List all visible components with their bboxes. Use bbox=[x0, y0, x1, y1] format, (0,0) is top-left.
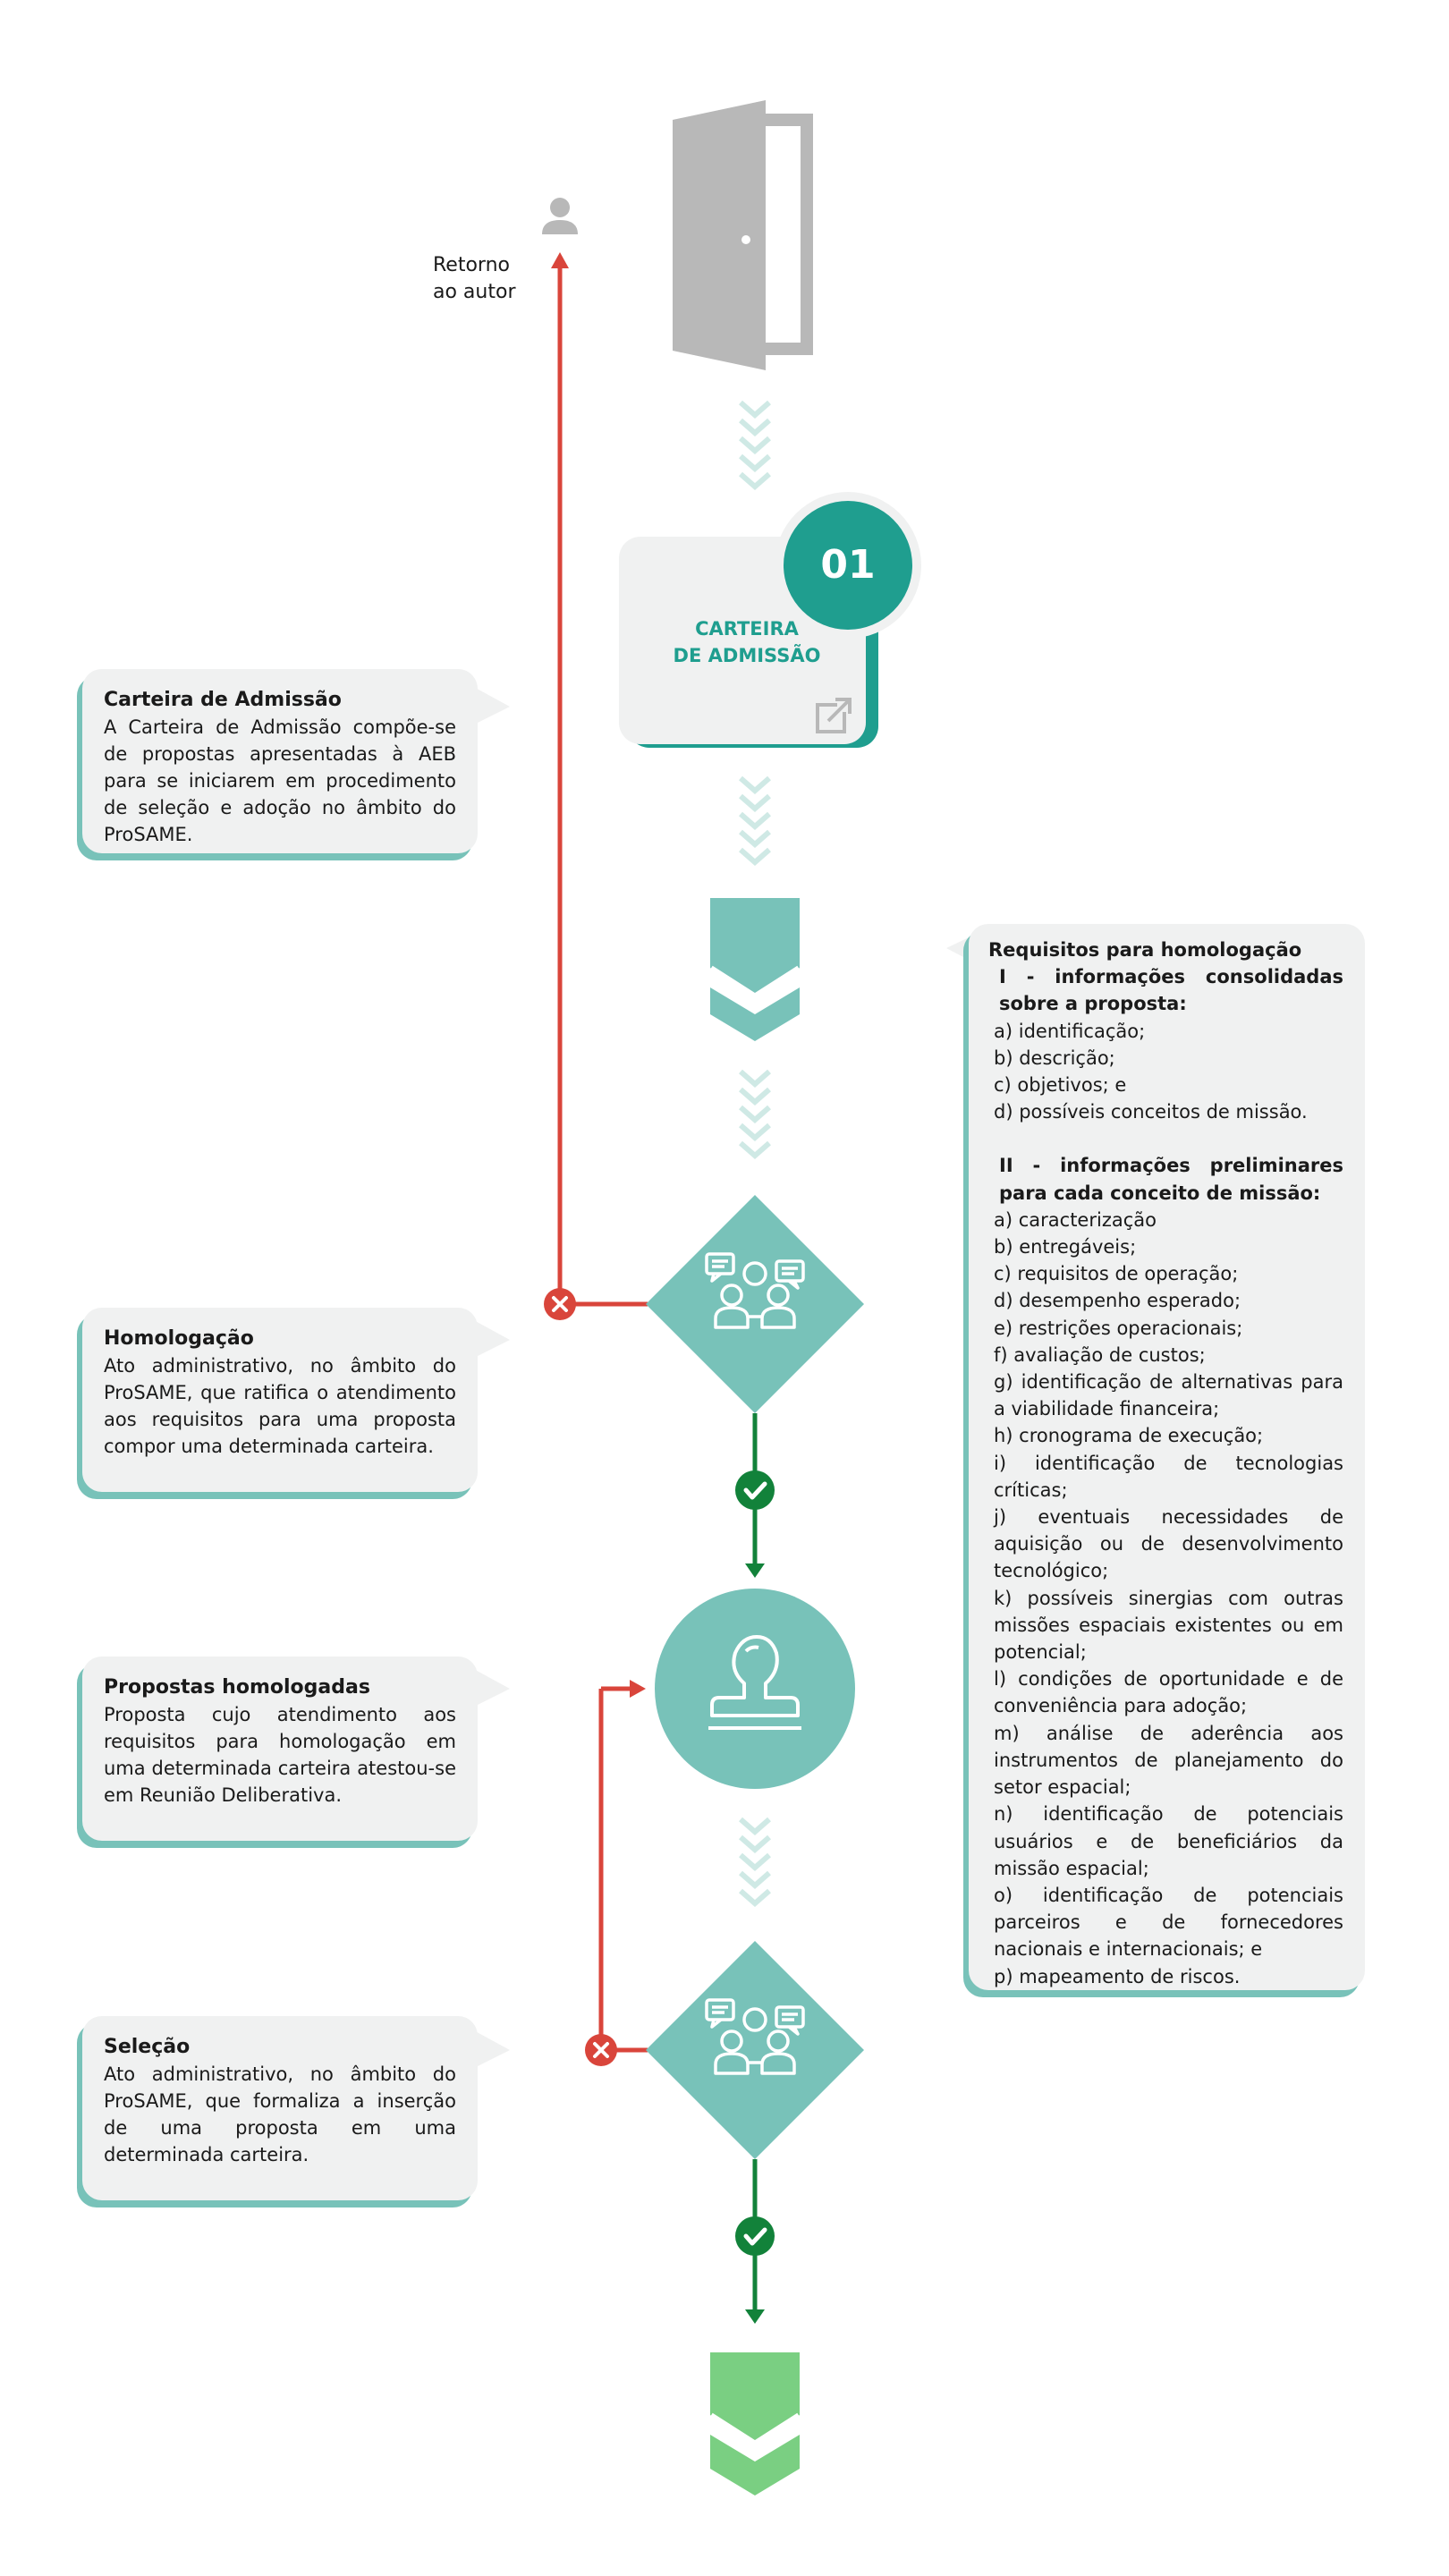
card-number: 01 bbox=[820, 542, 876, 588]
flow-chevrons-4 bbox=[741, 1819, 769, 1903]
selection-arrow-head bbox=[630, 1680, 646, 1698]
stamp-icon bbox=[708, 1635, 801, 1730]
return-to-author-label: Retorno ao autor bbox=[433, 252, 516, 306]
external-link-icon[interactable] bbox=[816, 698, 852, 733]
flow-chevrons-3 bbox=[741, 1072, 769, 1156]
card-carteira-admissao[interactable] bbox=[619, 492, 921, 748]
list-item: k) possíveis sinergias com outras missõe… bbox=[994, 1587, 1343, 1664]
callout-title: Homologação bbox=[104, 1327, 254, 1350]
diamond-homologacao bbox=[646, 1195, 864, 1413]
flow-chevrons-2 bbox=[741, 778, 769, 862]
requisitos-section-1: I - informações consolidadas sobre a pro… bbox=[999, 966, 1343, 1015]
list-item: c) objetivos; e bbox=[994, 1074, 1127, 1097]
door-icon bbox=[673, 100, 813, 370]
list-item: e) restrições operacionais; bbox=[994, 1317, 1243, 1339]
green-end-marker bbox=[708, 2352, 802, 2496]
card-label[interactable]: CARTEIRA DE ADMISSÃO bbox=[644, 615, 850, 669]
x-circle-icon bbox=[544, 1288, 576, 1320]
return-to-author-line bbox=[557, 267, 648, 1307]
x-circle-icon bbox=[585, 2034, 617, 2066]
list-item: i) identificação de tecnologias críticas… bbox=[994, 1452, 1343, 1501]
callout-pointer bbox=[470, 685, 510, 726]
callout-selecao: Seleção Ato administrativo, no âmbito do… bbox=[82, 2016, 478, 2200]
callout-pointer bbox=[470, 1667, 510, 1708]
callout-propostas-homologadas: Propostas homologadas Proposta cujo aten… bbox=[82, 1657, 478, 1841]
list-item: a) caracterização bbox=[994, 1208, 1157, 1231]
requisitos-section-2: II - informações preliminares para cada … bbox=[999, 1155, 1343, 1204]
check-circle-icon bbox=[735, 2216, 775, 2256]
list-item: d) desempenho esperado; bbox=[994, 1290, 1241, 1312]
list-item: b) descrição; bbox=[994, 1046, 1115, 1069]
card-label-line1: CARTEIRA bbox=[695, 618, 799, 640]
diamond-selecao bbox=[646, 1941, 864, 2159]
return-arrow-head bbox=[551, 252, 569, 268]
callout-title: Propostas homologadas bbox=[104, 1676, 370, 1699]
callout-pointer bbox=[470, 1318, 510, 1360]
list-item: p) mapeamento de riscos. bbox=[994, 1965, 1241, 1987]
list-item: d) possíveis conceitos de missão. bbox=[994, 1101, 1308, 1123]
flow-chevrons-1 bbox=[741, 402, 769, 487]
list-item: m) análise de aderência aos instrumentos… bbox=[994, 1722, 1343, 1799]
callout-body: Ato administrativo, no âmbito do ProSAME… bbox=[104, 2063, 456, 2165]
approved-proposals-node bbox=[655, 1589, 855, 1789]
list-item: g) identificação de alternativas para a … bbox=[994, 1371, 1343, 1420]
list-item: b) entregáveis; bbox=[994, 1236, 1137, 1258]
callout-body: Proposta cujo atendimento aos requisitos… bbox=[104, 1704, 456, 1806]
requisitos-panel: Requisitos para homologação I - informaç… bbox=[969, 924, 1365, 1990]
callout-carteira-admissao: Carteira de Admissão A Carteira de Admis… bbox=[82, 669, 478, 853]
return-label-line2: ao autor bbox=[433, 281, 516, 303]
list-item: n) identificação de potenciais usuários … bbox=[994, 1803, 1343, 1879]
list-item: l) condições de oportunidade e de conven… bbox=[994, 1668, 1343, 1717]
callout-body: Ato administrativo, no âmbito do ProSAME… bbox=[104, 1355, 456, 1457]
selection-reject-line bbox=[598, 1686, 648, 2053]
callout-homologacao: Homologação Ato administrativo, no âmbit… bbox=[82, 1308, 478, 1492]
meeting-icon bbox=[705, 1252, 805, 1329]
requisitos-list-2: a) caracterização b) entregáveis; c) req… bbox=[988, 1207, 1343, 1990]
callout-pointer bbox=[470, 2029, 510, 2070]
list-item: j) eventuais necessidades de aquisição o… bbox=[994, 1506, 1343, 1582]
teal-chevron-marker bbox=[708, 898, 802, 1041]
return-label-line1: Retorno bbox=[433, 254, 510, 276]
list-item: h) cronograma de execução; bbox=[994, 1425, 1264, 1447]
requisitos-title: Requisitos para homologação bbox=[988, 939, 1302, 961]
requisitos-list-1: a) identificação; b) descrição; c) objet… bbox=[988, 1018, 1343, 1126]
callout-title: Seleção bbox=[104, 2036, 191, 2058]
check-circle-icon bbox=[735, 1470, 775, 1510]
callout-title: Carteira de Admissão bbox=[104, 689, 342, 711]
list-item: o) identificação de potenciais parceiros… bbox=[994, 1884, 1343, 1961]
card-label-line2: DE ADMISSÃO bbox=[673, 645, 821, 666]
user-icon bbox=[542, 198, 578, 234]
meeting-icon bbox=[705, 1998, 805, 2075]
list-item: c) requisitos de operação; bbox=[994, 1263, 1239, 1285]
list-item: f) avaliação de custos; bbox=[994, 1343, 1206, 1366]
list-item: a) identificação; bbox=[994, 1020, 1146, 1042]
callout-body: A Carteira de Admissão compõe-se de prop… bbox=[104, 716, 456, 845]
